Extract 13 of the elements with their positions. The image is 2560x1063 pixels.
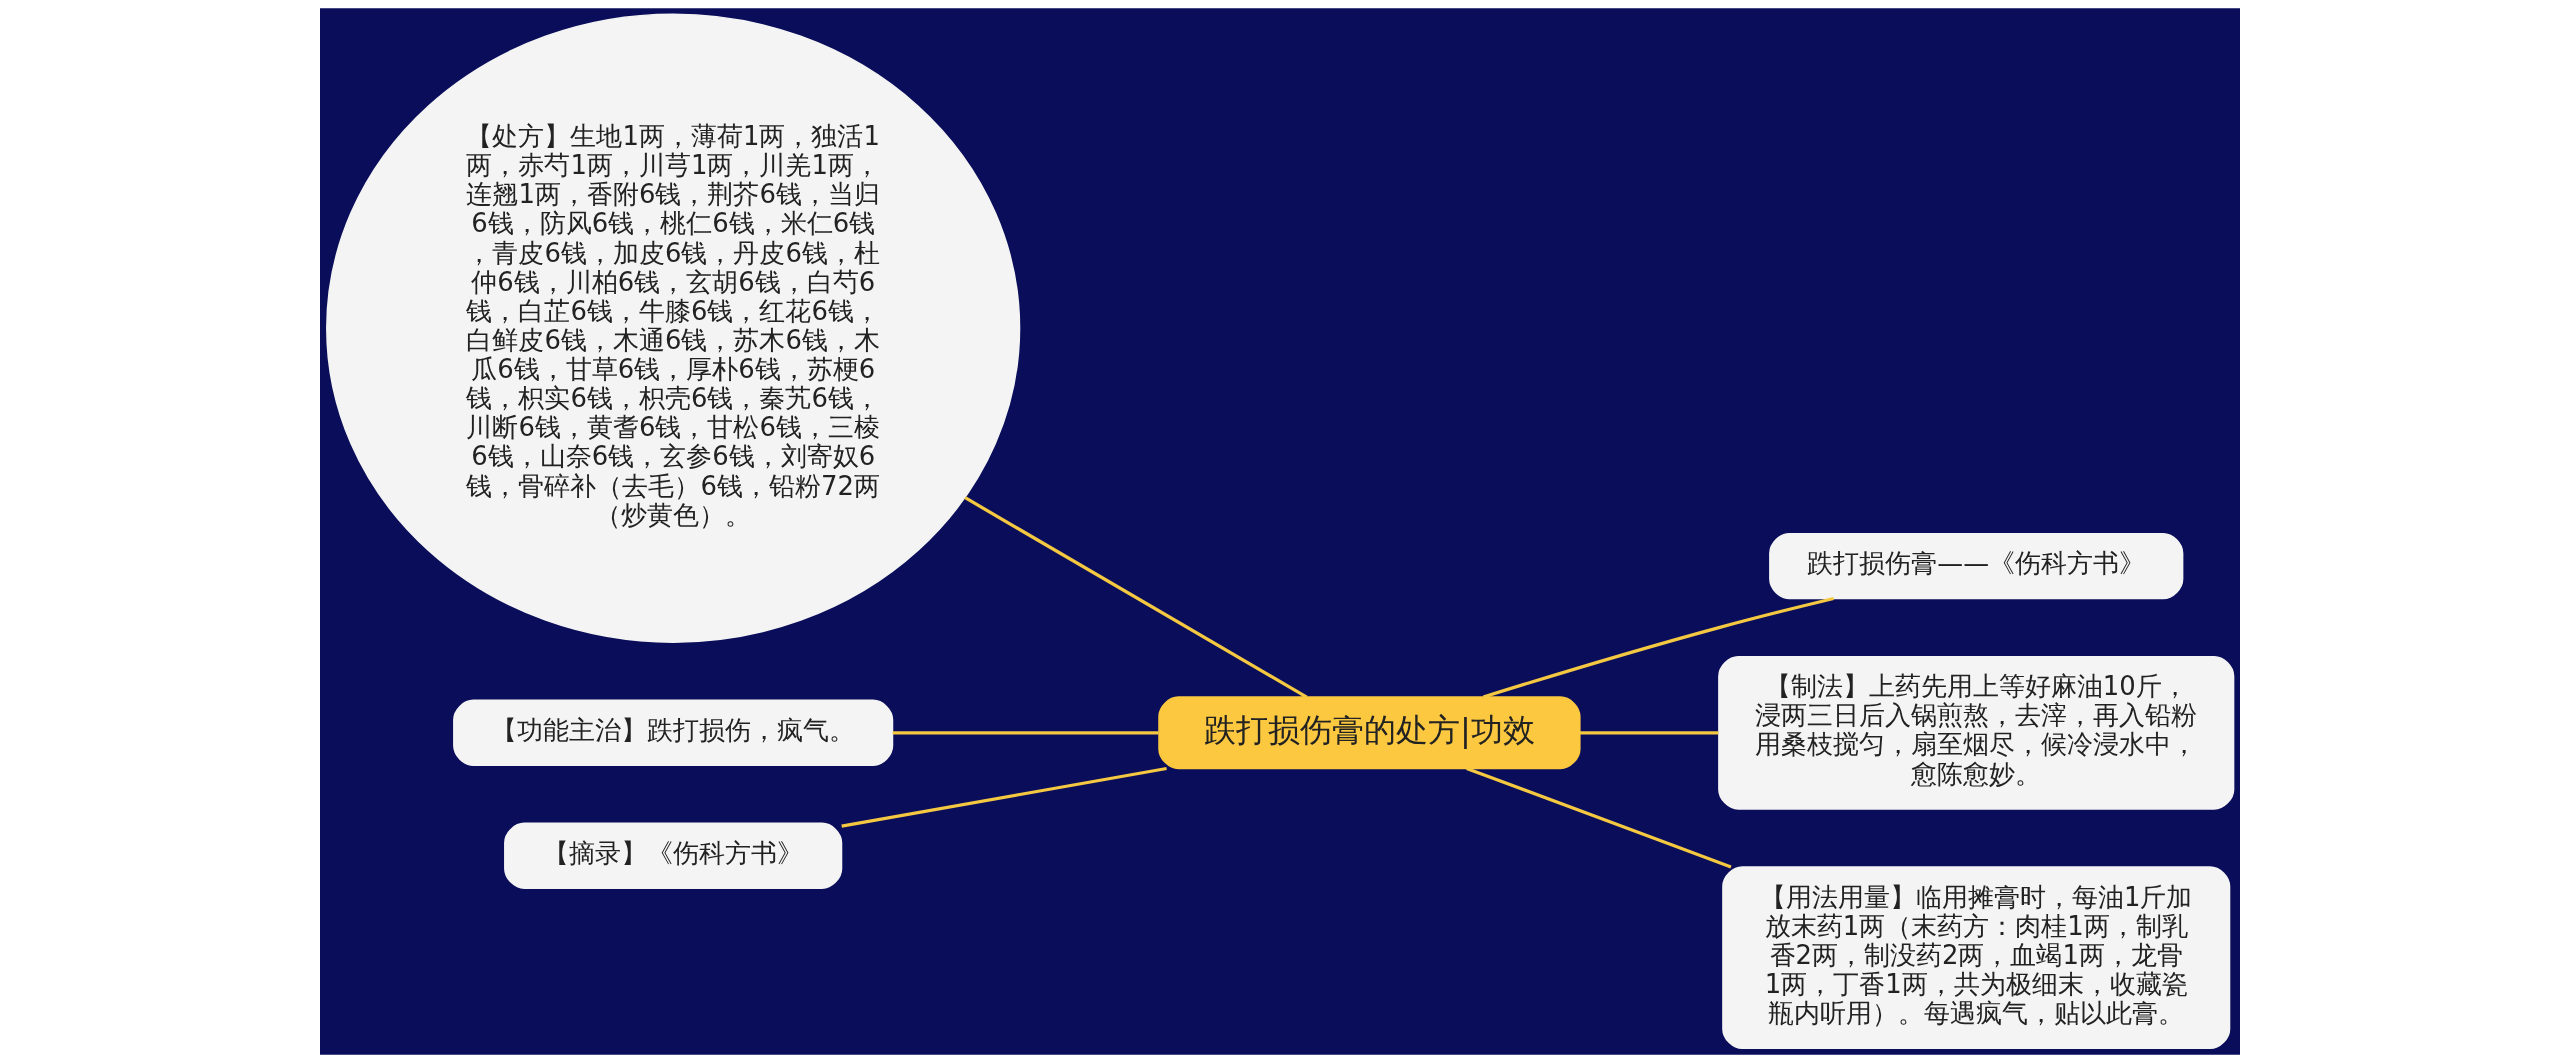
connector (964, 496, 1308, 699)
connector (841, 766, 1167, 828)
node-box: 跌打损伤膏的处方|功效 (1158, 696, 1581, 770)
node-circle: 【处方】生地1两，薄荷1两，独活1两，赤芍1两，川芎1两，川羌1两，连翘1两，香附6钱，荆芥6钱，当归6钱，防风6钱，桃仁6钱，米仁6钱，青皮6钱，加皮6钱，丹皮6钱，杜仲6钱，川柏6钱，玄胡6钱，白芍6钱，白芷6钱，牛膝6钱，红花6钱，白鲜皮6钱，木通6钱，苏木6钱，木瓜6钱，甘草6钱，厚朴6钱，苏梗6钱，枳实6钱，枳壳6钱，秦艽6钱，川断6钱，黄耆6钱，甘松6钱，三棱6钱，山奈6钱，玄参6钱，刘寄奴6钱，骨碎补（去毛）6钱，铅粉72两（炒黄色）。 (326, 13, 1021, 643)
connector (892, 731, 1159, 735)
connector (1482, 596, 1834, 699)
node-box: 跌打损伤膏——《伤科方书》 (1769, 532, 2184, 600)
node-box: 【用法用量】临用摊膏时，每油1斤加放末药1两（末药方：肉桂1两，制乳香2两，制没药2两，血竭1两，龙骨1两，丁香1两，共为极细末，收藏瓷瓶内听用）。每遇疯气，贴以此膏。 (1722, 866, 2231, 1050)
node-box: 【摘录】《伤科方书》 (504, 822, 843, 889)
node-box: 【功能主治】跌打损伤，疯气。 (453, 699, 894, 766)
connector (1580, 731, 1719, 735)
node-box: 【制法】上药先用上等好麻油10斤，浸两三日后入锅煎熬，去滓，再入铅粉用桑枝搅匀，扇至烟尽，候冷浸水中，愈陈愈妙。 (1718, 655, 2235, 810)
connector (1466, 766, 1732, 869)
